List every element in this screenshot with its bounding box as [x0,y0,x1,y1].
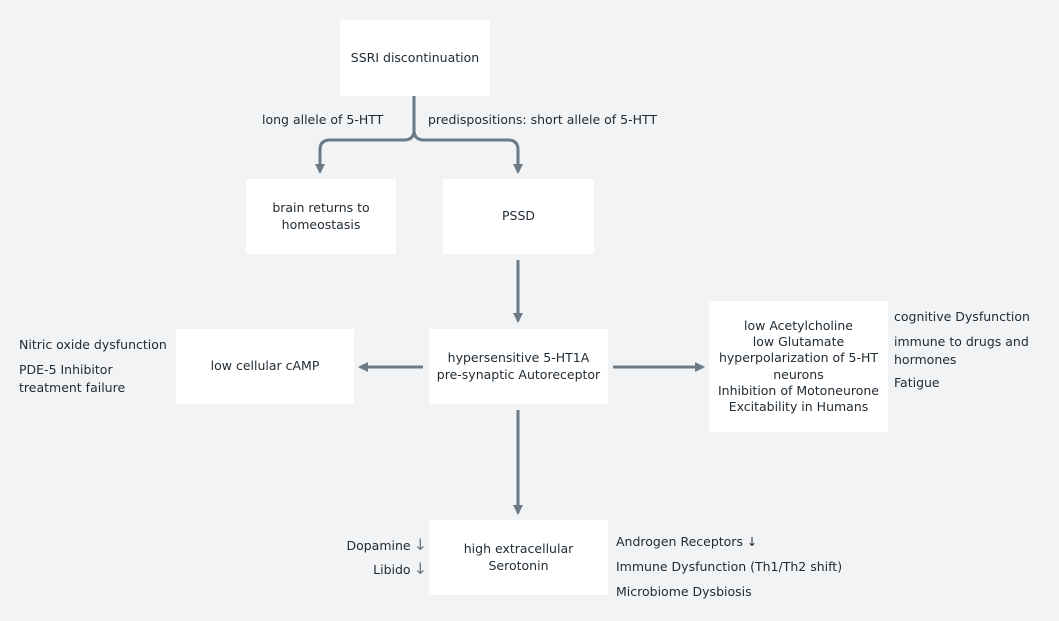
node-label-line: Inhibition of Motoneurone [718,382,879,398]
edge-label-short-allele: predispositions: short allele of 5-HTT [428,112,658,127]
node-acetylcholine: low Acetylcholine low Glutamate hyperpol… [709,301,888,432]
annotation-cognitive: cognitive Dysfunction [894,309,1030,324]
down-arrow-icon: ↓ [413,559,427,578]
node-label: PSSD [501,208,536,224]
node-label-line: neurons [773,366,824,382]
annotation-fatigue: Fatigue [894,375,940,390]
annotation-microbiome: Microbiome Dysbiosis [616,584,752,599]
edge-ssri-to-pssd [412,129,523,174]
node-label-line: brain returns to [272,199,370,215]
node-label-line: low Acetylcholine [744,317,853,333]
annotation-immune-dysfunction: Immune Dysfunction (Th1/Th2 shift) [616,559,843,574]
node-autoreceptor: hypersensitive 5-HT1A pre-synaptic Autor… [429,329,608,404]
annotation-hormones: hormones [894,352,957,367]
node-label-line: Serotonin [488,557,549,573]
annotation-libido-label: Libido [373,562,411,577]
node-pssd: PSSD [443,179,594,254]
node-serotonin: high extracellular Serotonin [429,520,608,595]
node-label-line: pre-synaptic Autoreceptor [436,366,601,382]
annotation-nitric-oxide: Nitric oxide dysfunction [19,337,167,352]
annotation-dopamine-label: Dopamine [346,538,411,553]
node-label-line: homeostasis [281,216,361,232]
down-arrow-icon: ↓ [413,535,427,554]
node-label: low cellular cAMP [210,358,320,374]
node-label-line: high extracellular [463,540,574,556]
annotation-androgen: Androgen Receptors ↓ [616,534,758,549]
edge-ssri-to-homeostasis [315,96,416,174]
node-label-line: Excitability in Humans [728,399,869,414]
annotation-libido: Libido↓ [373,558,427,580]
node-homeostasis: brain returns to homeostasis [246,179,396,254]
annotation-dopamine: Dopamine↓ [346,534,427,556]
annotation-pde5: PDE-5 Inhibitor [19,362,113,377]
annotation-treatment-failure: treatment failure [19,380,126,395]
node-ssri-discontinuation: SSRI discontinuation [340,20,490,96]
node-label-line: low Glutamate [752,334,845,349]
node-label-line: hypersensitive 5-HT1A [447,349,590,365]
node-label-line: hyperpolarization of 5-HT [718,350,879,366]
annotation-immune-drugs: immune to drugs and [894,334,1029,349]
edge-label-long-allele: long allele of 5-HTT [262,112,384,127]
node-low-camp: low cellular cAMP [176,329,354,404]
node-label: SSRI discontinuation [350,49,480,65]
